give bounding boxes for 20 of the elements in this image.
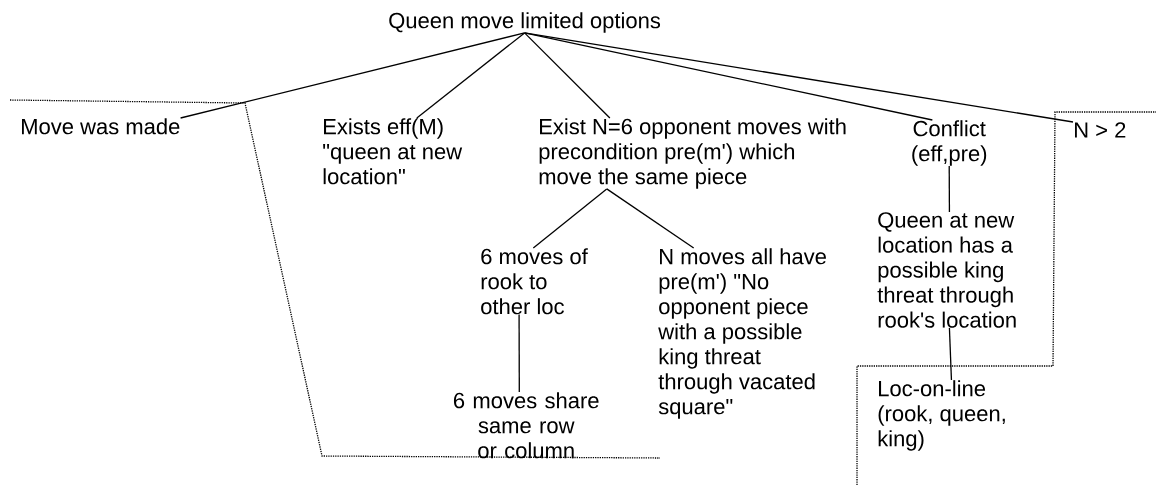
tree-line [523,32,1074,123]
tree-label: Loc-on-line (rook, queen, king) [878,380,1005,451]
tree-line [416,32,526,119]
tree-label: N moves all have pre(m') "No opponent piece with a possible king threat through vacated square" [658,248,826,419]
tree-label: 6 moves share same row or column [453,392,599,459]
tree-line [948,327,953,381]
tree-label: Exists eff(M) "queen at new location" [323,118,463,185]
tree-line [606,188,695,249]
tree-label: 6 moves of rook to other loc [481,248,588,315]
tree-line [179,32,526,119]
tree-label: Queen at new location has a possible king threat through rook's location [877,212,1016,328]
tree-label: Move was made [22,118,180,135]
tree-line [948,165,951,213]
tree-label: Exist N=6 opponent moves with precondition pre(m') which move the same piece [539,118,846,189]
tree-label: N > 2 [1075,122,1126,138]
tree-label: Conflict (eff,pre) [912,120,987,166]
tree-line [518,313,520,393]
tree-line [532,188,608,249]
tree-label: Queen move limited options [389,12,661,33]
tree-line [523,32,611,119]
